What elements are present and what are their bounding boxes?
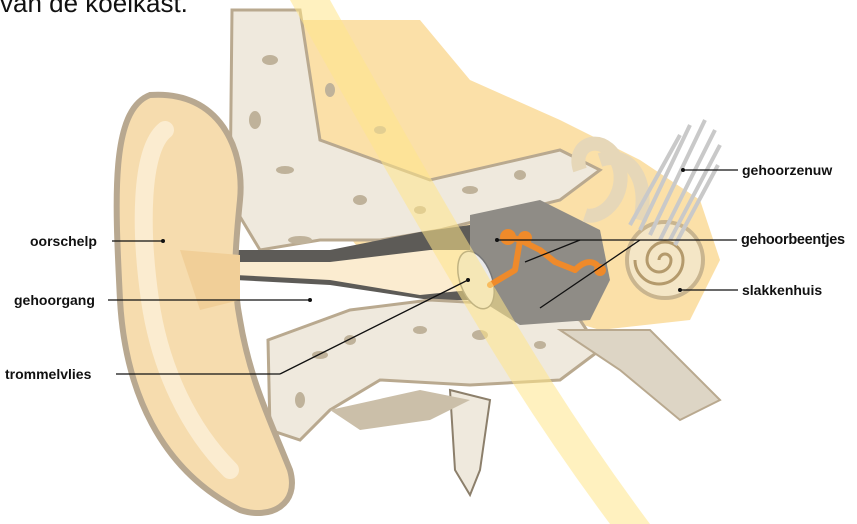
- label-gehoorgang: gehoorgang: [14, 292, 95, 308]
- label-gehoorzenuw: gehoorzenuw: [742, 162, 832, 178]
- label-trommelvlies: trommelvlies: [5, 366, 91, 382]
- label-slakkenhuis: slakkenhuis: [742, 282, 822, 298]
- label-oorschelp: oorschelp: [30, 233, 97, 249]
- label-gehoorbeentjes: gehoorbeentjes: [741, 232, 845, 248]
- eustachian-tube: [560, 330, 720, 420]
